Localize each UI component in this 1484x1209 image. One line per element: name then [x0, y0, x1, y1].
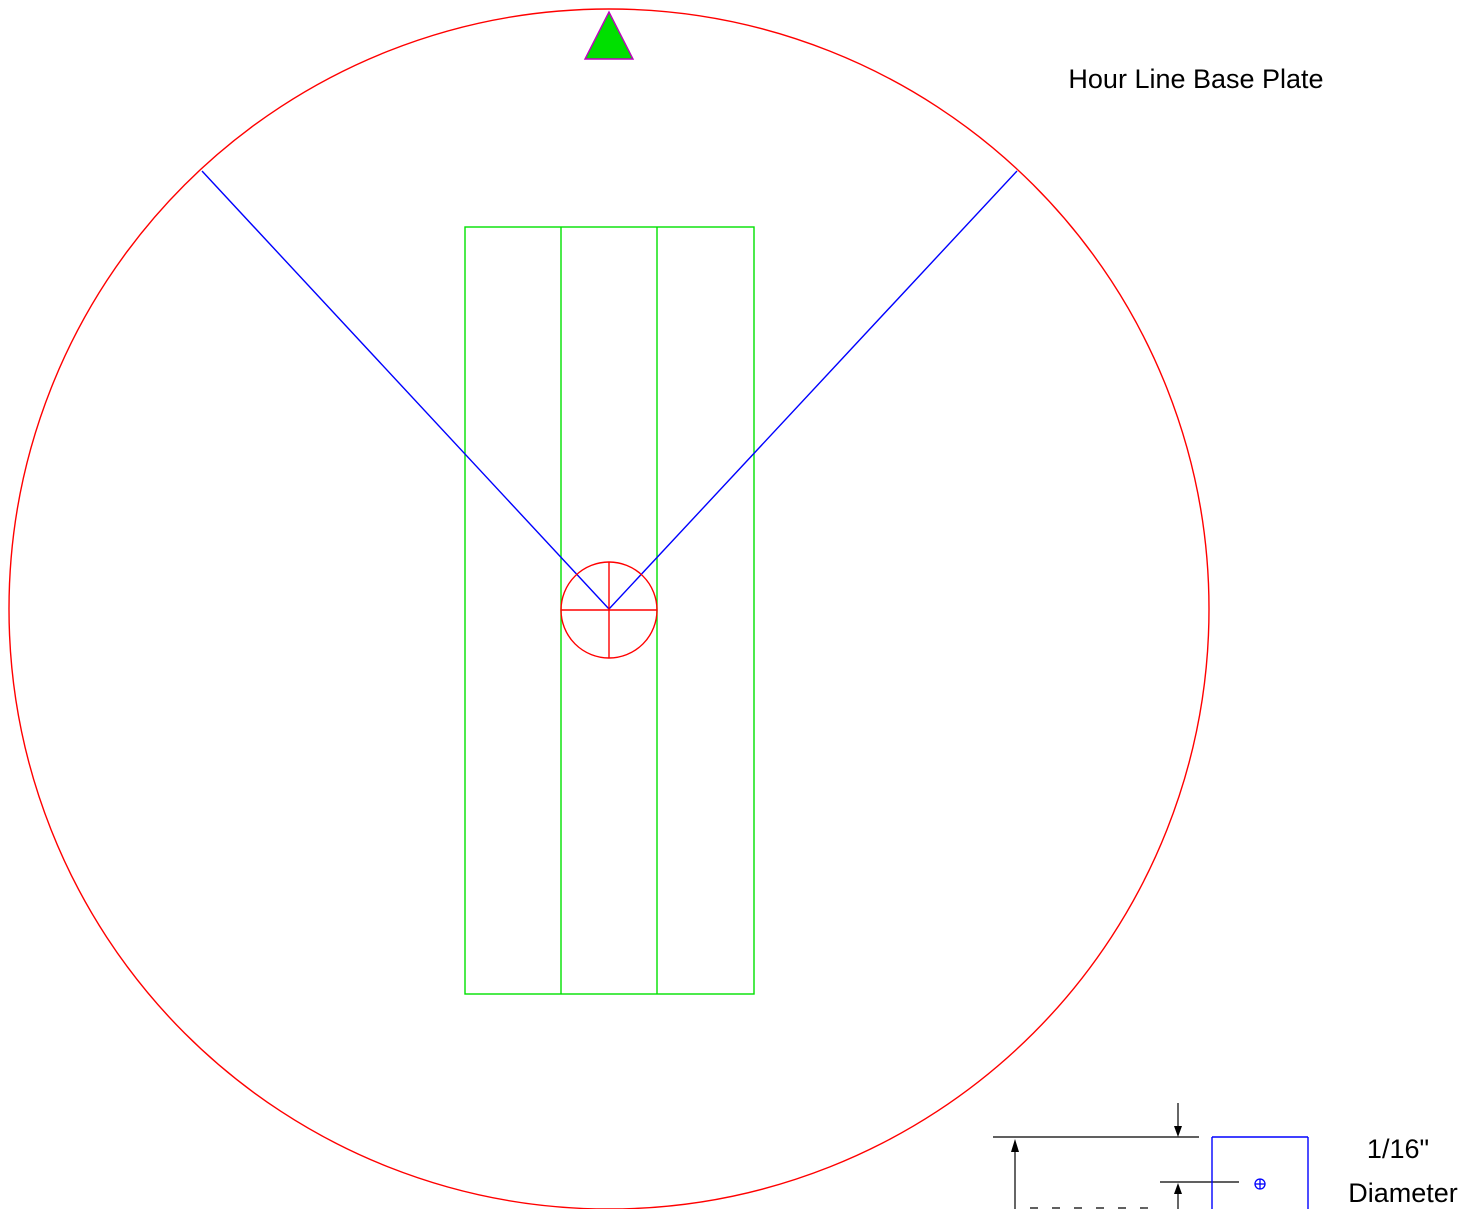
dimension-lines — [993, 1103, 1239, 1209]
drawing-title: Hour Line Base Plate — [1068, 64, 1323, 94]
hour-lines — [201, 170, 1018, 610]
detail-size-label: 1/16" — [1367, 1134, 1429, 1164]
arrowhead-up — [1011, 1139, 1019, 1152]
triangle-icon — [583, 10, 635, 60]
arrowhead-down — [1174, 1126, 1182, 1137]
circle-plus-icon — [1254, 1178, 1266, 1190]
hour-line-right — [608, 170, 1018, 610]
hour-line-left — [201, 170, 610, 610]
base-block-outline — [464, 226, 755, 995]
crosshair-icon — [560, 561, 658, 659]
detail-view: 1/16" Diameter — [993, 1103, 1458, 1209]
dimension-arrowheads — [1011, 1126, 1182, 1194]
detail-type-label: Diameter — [1348, 1178, 1458, 1208]
plate-outline — [8, 8, 1210, 1209]
arrowhead-up-small — [1174, 1183, 1182, 1194]
detail-outline — [1211, 1136, 1309, 1209]
